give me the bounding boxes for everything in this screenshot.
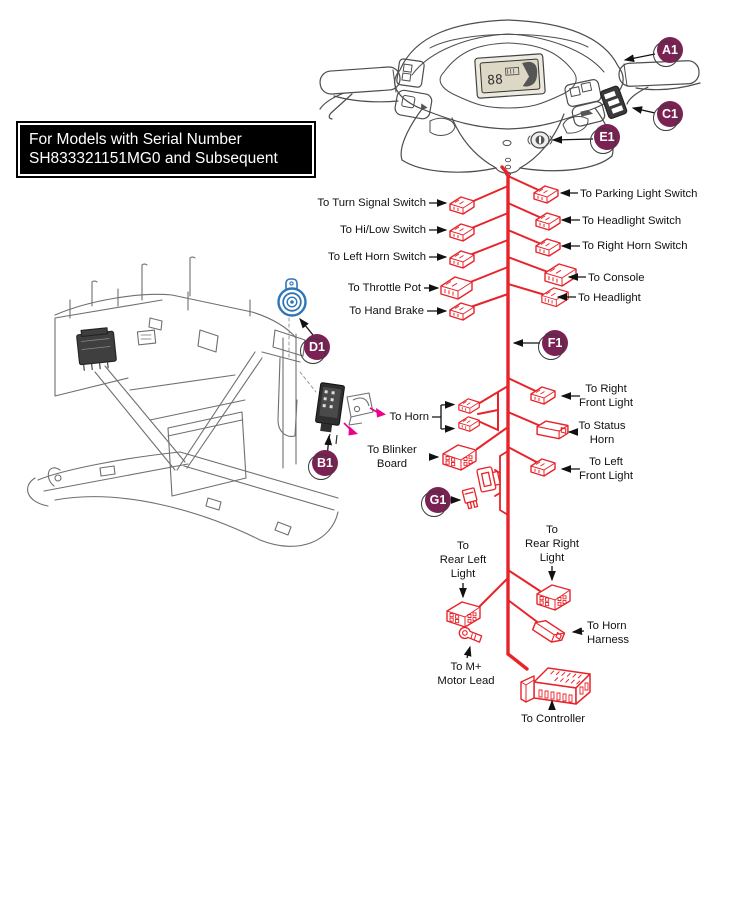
serial-note-line1: For Models with Serial Number bbox=[29, 131, 242, 148]
label-headlight: To Headlight bbox=[578, 292, 641, 304]
label-parking-light-switch: To Parking Light Switch bbox=[580, 188, 698, 200]
label-hi-low-switch: To Hi/Low Switch bbox=[339, 224, 426, 236]
blinker-board-component bbox=[315, 382, 386, 445]
connector-rear-left-light bbox=[446, 601, 481, 628]
label-rear-right-light: To Rear Right Light bbox=[525, 524, 579, 564]
horn-component bbox=[277, 278, 307, 317]
controller-module bbox=[76, 327, 117, 371]
frame-illustration bbox=[27, 256, 339, 547]
label-horn-harness: To Horn Harness bbox=[587, 620, 630, 646]
label-blinker-board: To Blinker Board bbox=[367, 444, 417, 470]
connector-horn-1 bbox=[458, 398, 480, 414]
serial-number-note: For Models with Serial Number SH83332115… bbox=[18, 123, 314, 176]
label-controller: To Controller bbox=[520, 713, 586, 725]
connector-right-horn bbox=[535, 238, 561, 257]
label-right-horn-switch: To Right Horn Switch bbox=[582, 240, 688, 252]
serial-note-line2: SH833321151MG0 and Subsequent bbox=[29, 150, 278, 168]
fuse-g1 bbox=[461, 487, 479, 510]
ring-terminal-m-plus bbox=[457, 625, 484, 644]
label-horn: To Horn bbox=[389, 411, 429, 423]
fuse-and-holder bbox=[461, 466, 501, 510]
label-rear-left-light: To Rear Left Light bbox=[439, 540, 487, 580]
callout-f1: F1 bbox=[538, 330, 568, 360]
connector-hand-brake bbox=[449, 302, 475, 321]
label-status-horn: To Status Horn bbox=[578, 420, 626, 446]
connector-rear-right-light bbox=[536, 584, 571, 611]
left-switch-panels bbox=[394, 58, 433, 120]
right-switch-panels bbox=[564, 79, 628, 127]
connector-horn-2 bbox=[458, 416, 480, 432]
callout-e1: E1 bbox=[590, 124, 620, 154]
callout-a1: A1 bbox=[653, 37, 683, 67]
turn-signal-icon bbox=[420, 103, 428, 111]
battery-gauge-icon bbox=[504, 66, 520, 76]
connector-turn-signal bbox=[449, 196, 475, 215]
connector-throttle-pot bbox=[440, 276, 473, 300]
callout-d1: D1 bbox=[300, 334, 330, 364]
tiller-console-illustration: 88 bbox=[319, 19, 701, 177]
callout-g1: G1 bbox=[421, 487, 451, 517]
label-left-front-light: To Left Front Light bbox=[578, 456, 633, 482]
label-headlight-switch: To Headlight Switch bbox=[582, 215, 682, 227]
harness-trunk bbox=[500, 165, 529, 671]
key-switch bbox=[527, 131, 553, 149]
label-right-front-light: To Right Front Light bbox=[578, 383, 633, 409]
label-console: To Console bbox=[588, 272, 645, 284]
connector-blinker-board bbox=[442, 444, 477, 471]
keypad-c1 bbox=[599, 85, 628, 119]
label-throttle-pot: To Throttle Pot bbox=[347, 282, 421, 294]
front-fascia bbox=[400, 107, 614, 177]
connector-headlight-switch bbox=[535, 212, 561, 231]
label-hand-brake: To Hand Brake bbox=[349, 305, 424, 317]
callout-c1: C1 bbox=[653, 101, 683, 131]
console-display: 88 bbox=[474, 53, 546, 99]
callout-b1: B1 bbox=[308, 450, 338, 480]
leader-arrows bbox=[299, 53, 656, 711]
label-turn-signal-switch: To Turn Signal Switch bbox=[317, 197, 426, 209]
speed-dial-icon bbox=[522, 61, 538, 87]
label-left-horn-switch: To Left Horn Switch bbox=[328, 251, 426, 263]
connector-console bbox=[544, 263, 577, 287]
connector-left-horn bbox=[449, 250, 475, 269]
magenta-pointer-icons bbox=[343, 407, 386, 436]
connector-controller bbox=[520, 667, 591, 705]
horn-button-icon bbox=[580, 109, 594, 117]
label-m-plus-motor-lead: To M+ Motor Lead bbox=[437, 661, 495, 687]
display-digits: 88 bbox=[487, 73, 504, 89]
connector-hi-low bbox=[449, 223, 475, 242]
